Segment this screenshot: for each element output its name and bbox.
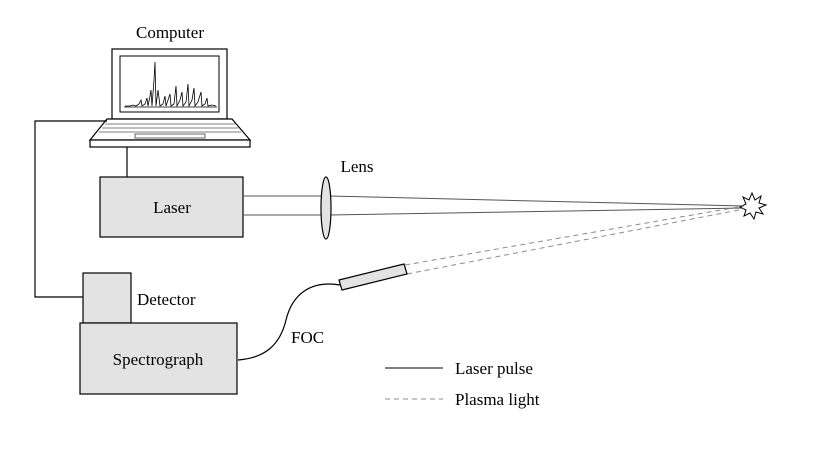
spectrum-trace — [125, 61, 217, 108]
legend: Laser pulse Plasma light — [385, 359, 540, 409]
fiber-probe — [338, 263, 408, 291]
foc-label: FOC — [291, 328, 324, 347]
legend-dashed-label: Plasma light — [455, 390, 540, 409]
spectrograph-label: Spectrograph — [113, 350, 204, 369]
laptop-icon — [88, 48, 252, 148]
laser-box — [99, 176, 244, 238]
cable-wiring — [34, 120, 128, 298]
computer-label: Computer — [136, 23, 204, 42]
legend-solid-label: Laser pulse — [455, 359, 533, 378]
plasma-light — [404, 205, 745, 275]
detector-box — [82, 272, 132, 324]
starburst-icon — [738, 191, 768, 221]
laser-beam — [243, 195, 745, 216]
detector-label: Detector — [137, 290, 196, 309]
lens-label: Lens — [340, 157, 373, 176]
lens — [320, 176, 332, 240]
fiber-optic-cable — [237, 283, 341, 361]
laser-label: Laser — [153, 198, 191, 217]
spectrograph-box — [79, 322, 238, 395]
